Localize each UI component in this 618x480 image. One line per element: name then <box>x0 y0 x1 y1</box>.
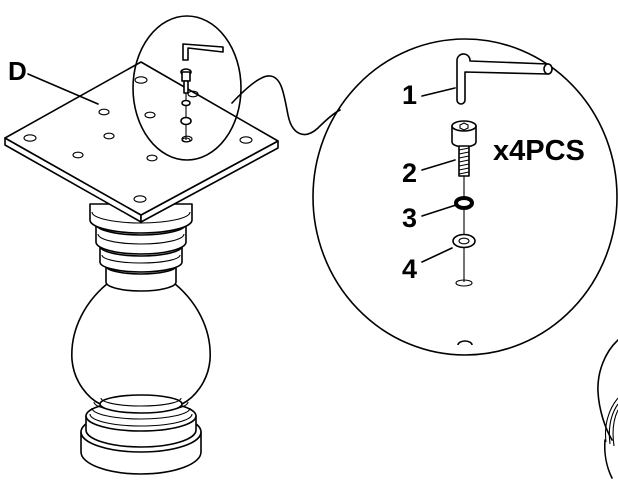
plate-holes <box>23 76 253 203</box>
plate-top-face <box>4 61 279 216</box>
part-label-d: D <box>8 56 27 86</box>
leg-baluster <box>71 279 211 414</box>
flat-washer-icon <box>452 233 476 249</box>
callout-3-leader <box>421 204 457 217</box>
mounting-plate <box>4 61 279 223</box>
callout-1: 1 <box>402 80 417 110</box>
mini-lock-washer-icon <box>181 99 191 107</box>
second-leg-partial <box>597 339 618 479</box>
callout-1-leader <box>421 87 456 97</box>
quantity-label: x4PCS <box>493 135 585 167</box>
hex-key-icon <box>456 53 553 105</box>
plate-hole-detail <box>455 279 473 287</box>
bolt-icon <box>451 120 477 177</box>
mini-hex-key-icon <box>182 43 224 61</box>
callout-2-leader <box>421 159 456 171</box>
callout-4: 4 <box>402 254 417 284</box>
callout-3: 3 <box>402 203 417 233</box>
detail-circle-large: 1 2 x4PCS 3 <box>312 38 618 356</box>
table-leg <box>71 203 211 475</box>
lock-washer-icon <box>454 196 474 210</box>
detail-connector <box>231 75 341 136</box>
detail-circle-small <box>132 15 242 161</box>
part-d-leader <box>27 73 99 105</box>
mini-flat-washer-icon <box>180 116 192 126</box>
mini-bolt-icon <box>180 68 192 94</box>
callout-4-leader <box>421 247 453 263</box>
callout-2: 2 <box>402 158 417 188</box>
